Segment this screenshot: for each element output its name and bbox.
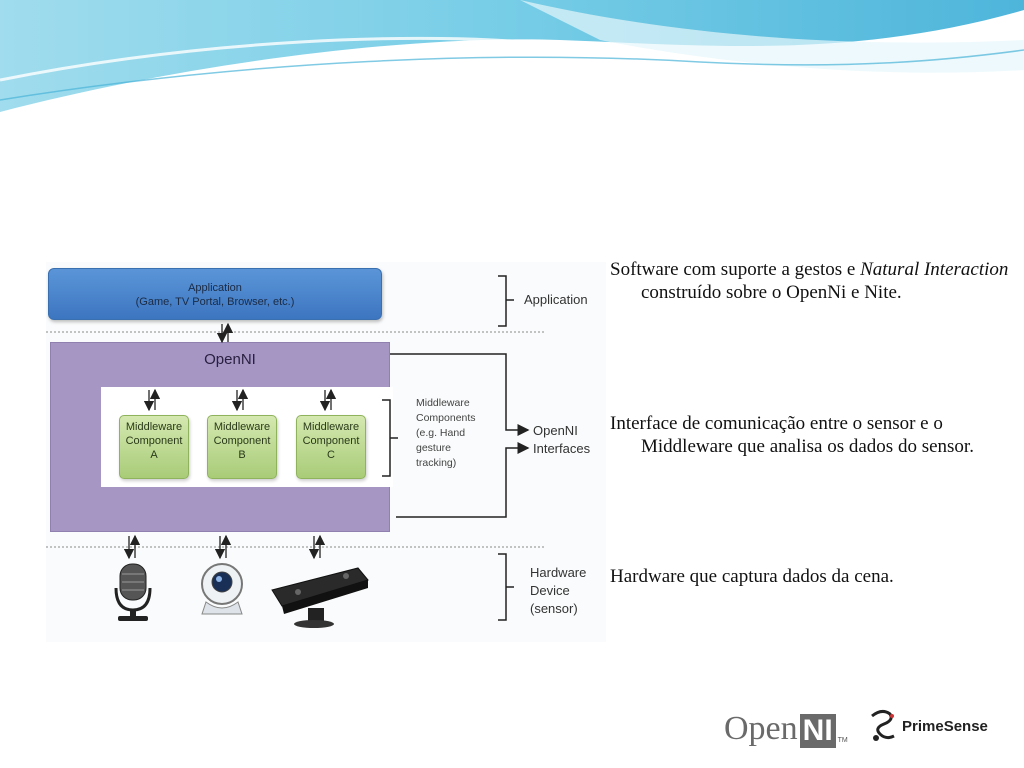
component-line: Middleware	[302, 421, 360, 433]
bullet-italic-term: Natural Interaction	[860, 259, 1009, 280]
component-line: Component	[125, 435, 183, 447]
label-line: OpenNI	[533, 423, 578, 438]
depth-sensor-icon	[271, 567, 369, 628]
component-line: B	[238, 449, 246, 461]
middleware-component-a: Middleware Component A	[119, 415, 189, 479]
label-line: Hardware	[530, 565, 587, 580]
label-line: Device	[530, 583, 570, 598]
openni-interfaces-connector	[390, 353, 530, 518]
side-brackets	[382, 275, 514, 621]
logo-ni-text: NI	[799, 714, 836, 748]
component-line: Component	[213, 435, 271, 447]
microphone-icon	[114, 563, 152, 621]
app-openni-arrows	[216, 322, 234, 344]
note-line: Components	[416, 412, 476, 424]
openni-interfaces-label: OpenNI Interfaces	[533, 422, 590, 458]
bullet-text-part: Software com suporte a gestos e	[610, 259, 861, 280]
openni-layer-label: OpenNI	[204, 351, 256, 368]
note-line: tracking)	[416, 457, 457, 469]
middleware-components-note: Middleware Components (e.g. Hand gesture…	[416, 396, 476, 471]
diagram-connectors	[46, 275, 546, 628]
note-line: (e.g. Hand	[416, 427, 466, 439]
note-line: Middleware	[416, 397, 470, 409]
middleware-component-c: Middleware Component C	[296, 415, 366, 479]
application-box: Application (Game, TV Portal, Browser, e…	[48, 268, 382, 320]
openni-architecture-diagram: Application (Game, TV Portal, Browser, e…	[46, 262, 606, 642]
label-line: Interfaces	[533, 441, 591, 456]
component-line: Middleware	[125, 421, 183, 433]
note-line: gesture	[416, 442, 452, 454]
bullet-interface: Interface de comunicação entre o sensor …	[610, 412, 1010, 458]
component-line: A	[150, 449, 158, 461]
bullet-text: Interface de comunicação entre o sensor …	[610, 413, 974, 457]
primesense-text: PrimeSense	[902, 717, 988, 735]
application-side-label: Application	[524, 292, 588, 307]
primesense-logo: PrimeSense	[868, 706, 988, 746]
component-line: C	[327, 449, 335, 461]
bullet-text: Software com suporte a gestos e Natural …	[610, 258, 1010, 304]
application-box-title: Application	[188, 282, 242, 294]
logo-open-text: Open	[724, 710, 798, 747]
primesense-mark-icon	[871, 709, 895, 741]
middleware-component-b: Middleware Component B	[207, 415, 277, 479]
label-line: (sensor)	[530, 601, 578, 616]
bullet-hardware: Hardware que captura dados da cena.	[610, 565, 1010, 588]
component-line: Middleware	[213, 421, 271, 433]
application-box-subtitle: (Game, TV Portal, Browser, etc.)	[135, 296, 295, 308]
hardware-arrows	[123, 534, 326, 560]
component-line: Component	[302, 435, 360, 447]
bullet-text: Hardware que captura dados da cena.	[610, 566, 894, 587]
hardware-device-label: Hardware Device (sensor)	[530, 564, 586, 618]
webcam-icon	[201, 563, 243, 615]
bullet-text-part: construído sobre o OpenNi e Nite.	[641, 259, 1018, 303]
header-wave-decoration	[0, 0, 1024, 112]
logo-tm: TM	[837, 737, 848, 744]
openni-logo: Open NI TM	[724, 708, 848, 748]
openni-component-arrows	[143, 388, 337, 412]
bullet-software: Software com suporte a gestos e Natural …	[610, 258, 1010, 304]
